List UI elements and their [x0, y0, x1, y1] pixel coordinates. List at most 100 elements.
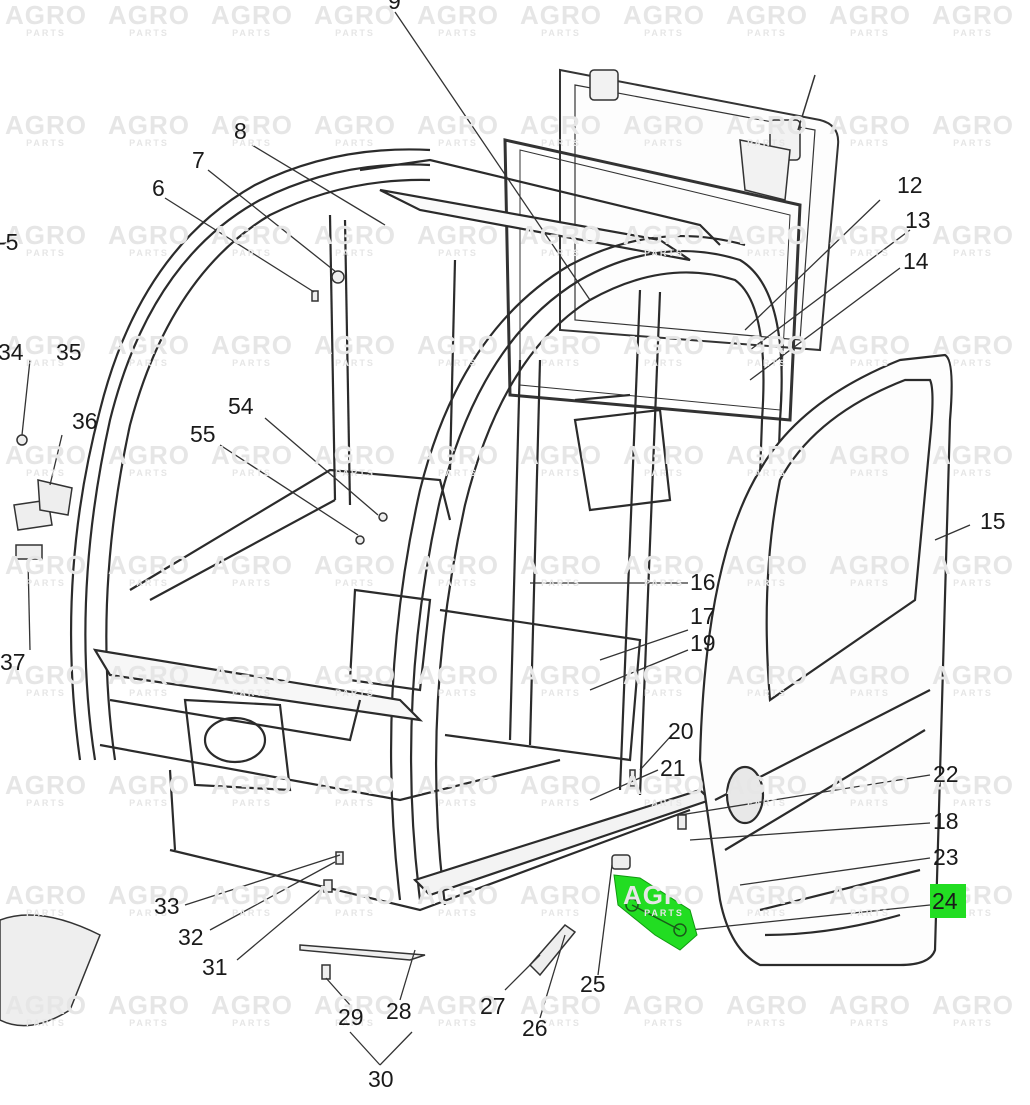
callout-25: 25 — [580, 971, 606, 997]
leader-lines — [0, 11, 971, 1066]
callout-34: 34 — [0, 339, 24, 365]
callout-33: 33 — [154, 893, 180, 919]
door — [698, 353, 953, 967]
callout-12: 12 — [897, 172, 923, 198]
callout-22: 22 — [933, 761, 959, 787]
callout-17: 17 — [690, 603, 716, 629]
callout-8: 8 — [234, 118, 247, 144]
callout-20: 20 — [668, 718, 694, 744]
callout-5: -5 — [0, 229, 19, 255]
highlighted-part-detail — [625, 898, 687, 937]
callout-13: 13 — [905, 207, 931, 233]
callout-31: 31 — [202, 954, 228, 980]
callout-32: 32 — [178, 924, 204, 950]
callout-55: 55 — [190, 421, 216, 447]
callout-26: 26 — [522, 1015, 548, 1041]
callout-14: 14 — [903, 248, 929, 274]
callout-36: 36 — [72, 408, 98, 434]
label-24-highlight — [930, 884, 966, 918]
callout-30: 30 — [368, 1066, 394, 1092]
callout-6: 6 — [152, 175, 165, 201]
callout-15: 15 — [980, 508, 1006, 534]
callout-19: 19 — [690, 630, 716, 656]
callout-27: 27 — [480, 993, 506, 1019]
callout-21: 21 — [660, 755, 686, 781]
callout-24: 24 — [932, 888, 958, 914]
